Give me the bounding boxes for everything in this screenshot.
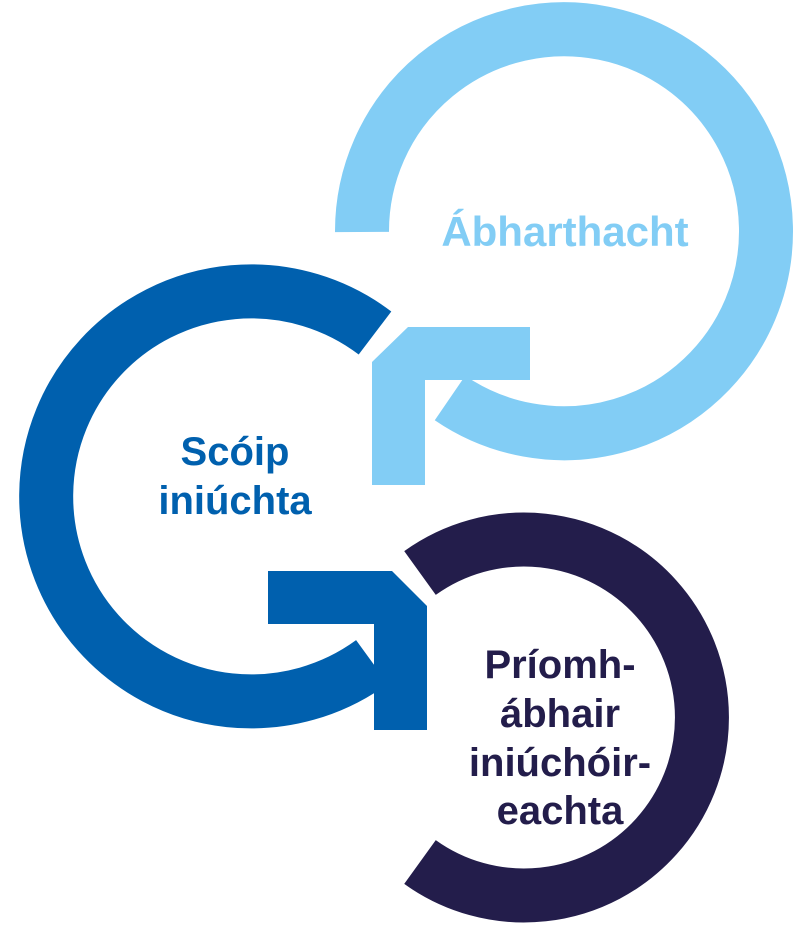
mid-blue-arrowhead-icon <box>268 571 427 730</box>
light-blue-ring-icon <box>334 2 793 485</box>
relevance-label-line: Ábharthacht <box>441 208 689 255</box>
light-blue-arrowhead-icon <box>372 327 530 485</box>
key-audit-matters-label-line: iniúchóir- <box>468 740 652 785</box>
mid-blue-ring-icon <box>19 264 427 730</box>
audit-scope-label-line: Scóip <box>180 430 290 474</box>
key-audit-matters-label: Príomh- ábhair iniúchóir- eachta <box>430 641 690 836</box>
key-audit-matters-label-line: eachta <box>496 789 624 834</box>
audit-scope-label-line: iniúchta <box>158 478 312 523</box>
audit-scope-label: Scóip iniúchta <box>120 428 350 526</box>
navy-ring-icon <box>404 512 729 923</box>
key-audit-matters-label-line: ábhair <box>499 691 621 736</box>
key-audit-matters-label-line: Príomh- <box>484 643 636 687</box>
relevance-label: Ábharthacht <box>420 206 710 257</box>
